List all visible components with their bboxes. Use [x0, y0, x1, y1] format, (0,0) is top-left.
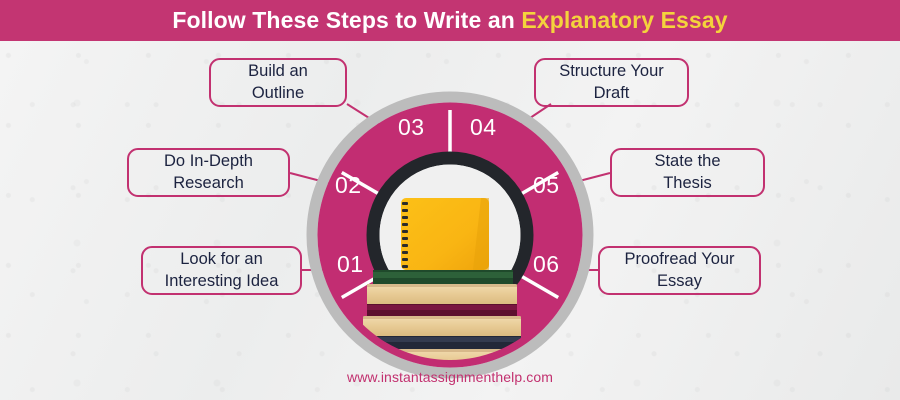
step-label-3[interactable]: Build an Outline	[209, 58, 347, 107]
step-label-2-text: Do In-Depth Research	[164, 151, 253, 195]
notebook-icon	[401, 198, 489, 270]
step-label-1-line2: Interesting Idea	[164, 271, 279, 290]
book-green	[367, 270, 517, 306]
step-label-5-line1: State the	[654, 151, 721, 170]
step-label-1[interactable]: Look for an Interesting Idea	[141, 246, 302, 295]
header-bar: Follow These Steps to Write an Explanato…	[0, 0, 900, 41]
title-prefix: Follow These Steps to Write an	[172, 7, 522, 33]
step-label-5[interactable]: State the Thesis	[610, 148, 765, 197]
step-label-4-line2: Draft	[593, 83, 630, 102]
step-label-5-line2: Thesis	[663, 173, 712, 192]
step-label-6-line1: Proofread Your	[624, 249, 735, 268]
outer-ring	[306, 91, 594, 379]
step-label-6[interactable]: Proofread Your Essay	[598, 246, 761, 295]
step-label-6-text: Proofread Your Essay	[624, 249, 734, 293]
title-highlight: Explanatory Essay	[521, 7, 728, 33]
step-label-6-line2: Essay	[657, 271, 702, 290]
step-label-4-text: Structure Your Draft	[559, 61, 664, 105]
step-label-5-text: State the Thesis	[654, 151, 720, 195]
page-title: Follow These Steps to Write an Explanato…	[172, 7, 727, 34]
step-label-3-line1: Build an	[248, 61, 308, 80]
step-label-4[interactable]: Structure Your Draft	[534, 58, 689, 107]
step-label-1-line1: Look for an	[180, 249, 263, 268]
step-label-3-text: Build an Outline	[248, 61, 308, 105]
spiral-binding	[402, 202, 408, 268]
step-label-3-line2: Outline	[251, 83, 305, 102]
step-label-2[interactable]: Do In-Depth Research	[127, 148, 290, 197]
website-url[interactable]: www.instantassignmenthelp.com	[347, 369, 553, 385]
step-label-4-line1: Structure Your	[559, 61, 664, 80]
process-wheel: 03 04 02 05 01 06	[305, 90, 595, 380]
step-label-2-line1: Do In-Depth	[164, 151, 253, 170]
book-maroon	[363, 304, 521, 338]
step-label-2-line2: Research	[173, 173, 244, 192]
step-label-1-text: Look for an Interesting Idea	[165, 249, 279, 293]
